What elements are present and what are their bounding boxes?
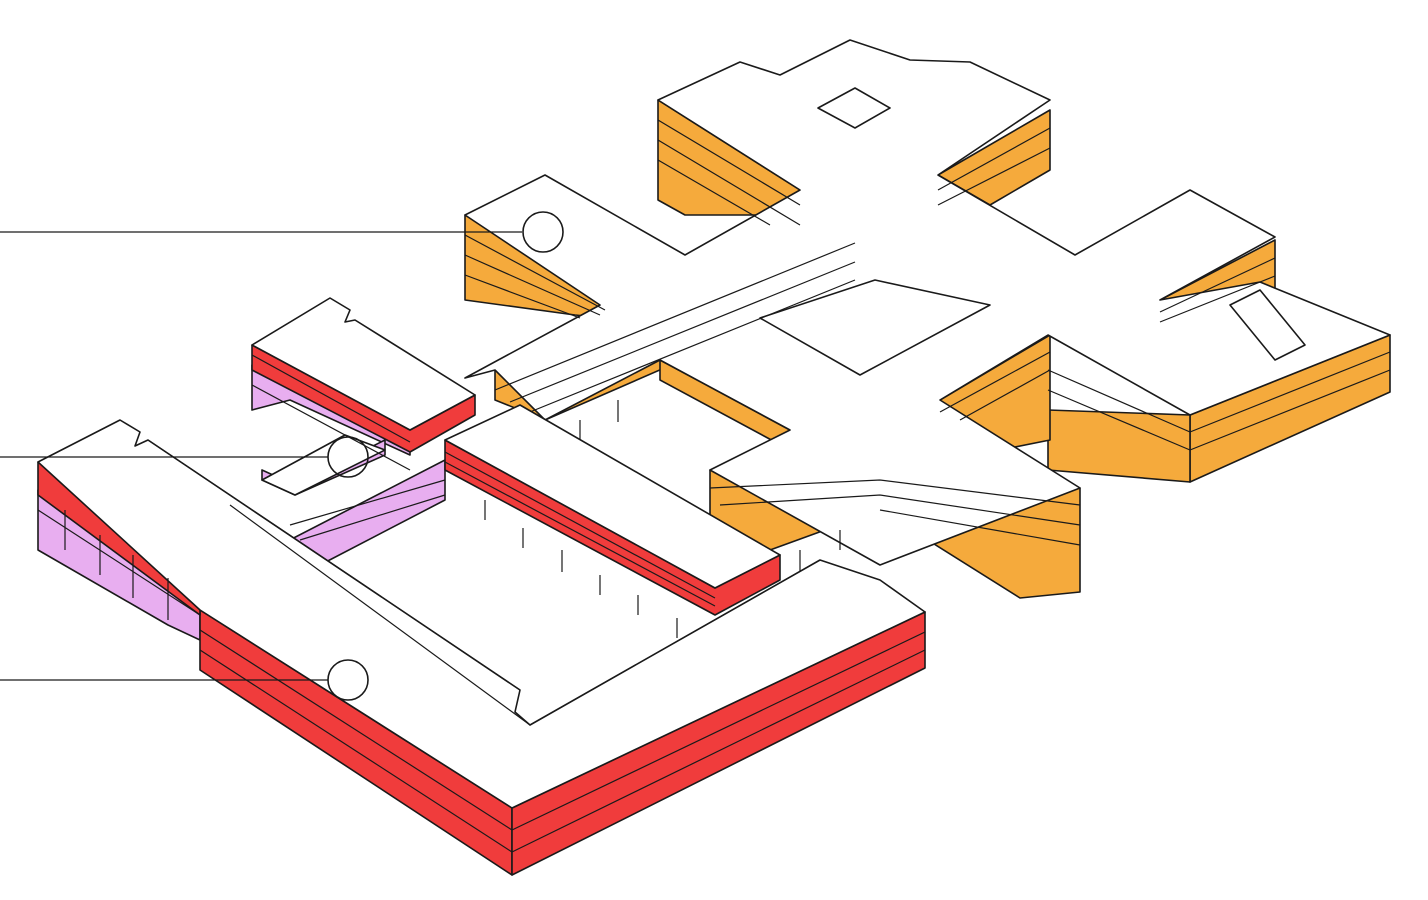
courtyard-edge [147,439,821,726]
callout-marker [327,659,369,701]
orange-wing [464,39,1391,599]
red-roof [444,404,781,589]
red-roof [37,419,926,809]
callout-marker [327,436,369,478]
floor-lines [199,354,926,853]
callout-lilac [0,436,369,478]
columns [64,500,678,638]
courtyard-opening [817,87,891,129]
courtyard-opening [759,279,991,376]
courtyard-opening [1229,289,1306,361]
columns [579,400,841,572]
lilac-roof [261,434,386,496]
red-wing [37,297,926,876]
callouts [0,211,564,701]
floor-lines [37,384,446,616]
callout-red [0,659,369,701]
orange-wall [1047,409,1191,483]
floor-lines [464,119,1391,546]
callout-marker [522,211,564,253]
red-roof [251,297,476,431]
callout-orange [0,211,564,253]
